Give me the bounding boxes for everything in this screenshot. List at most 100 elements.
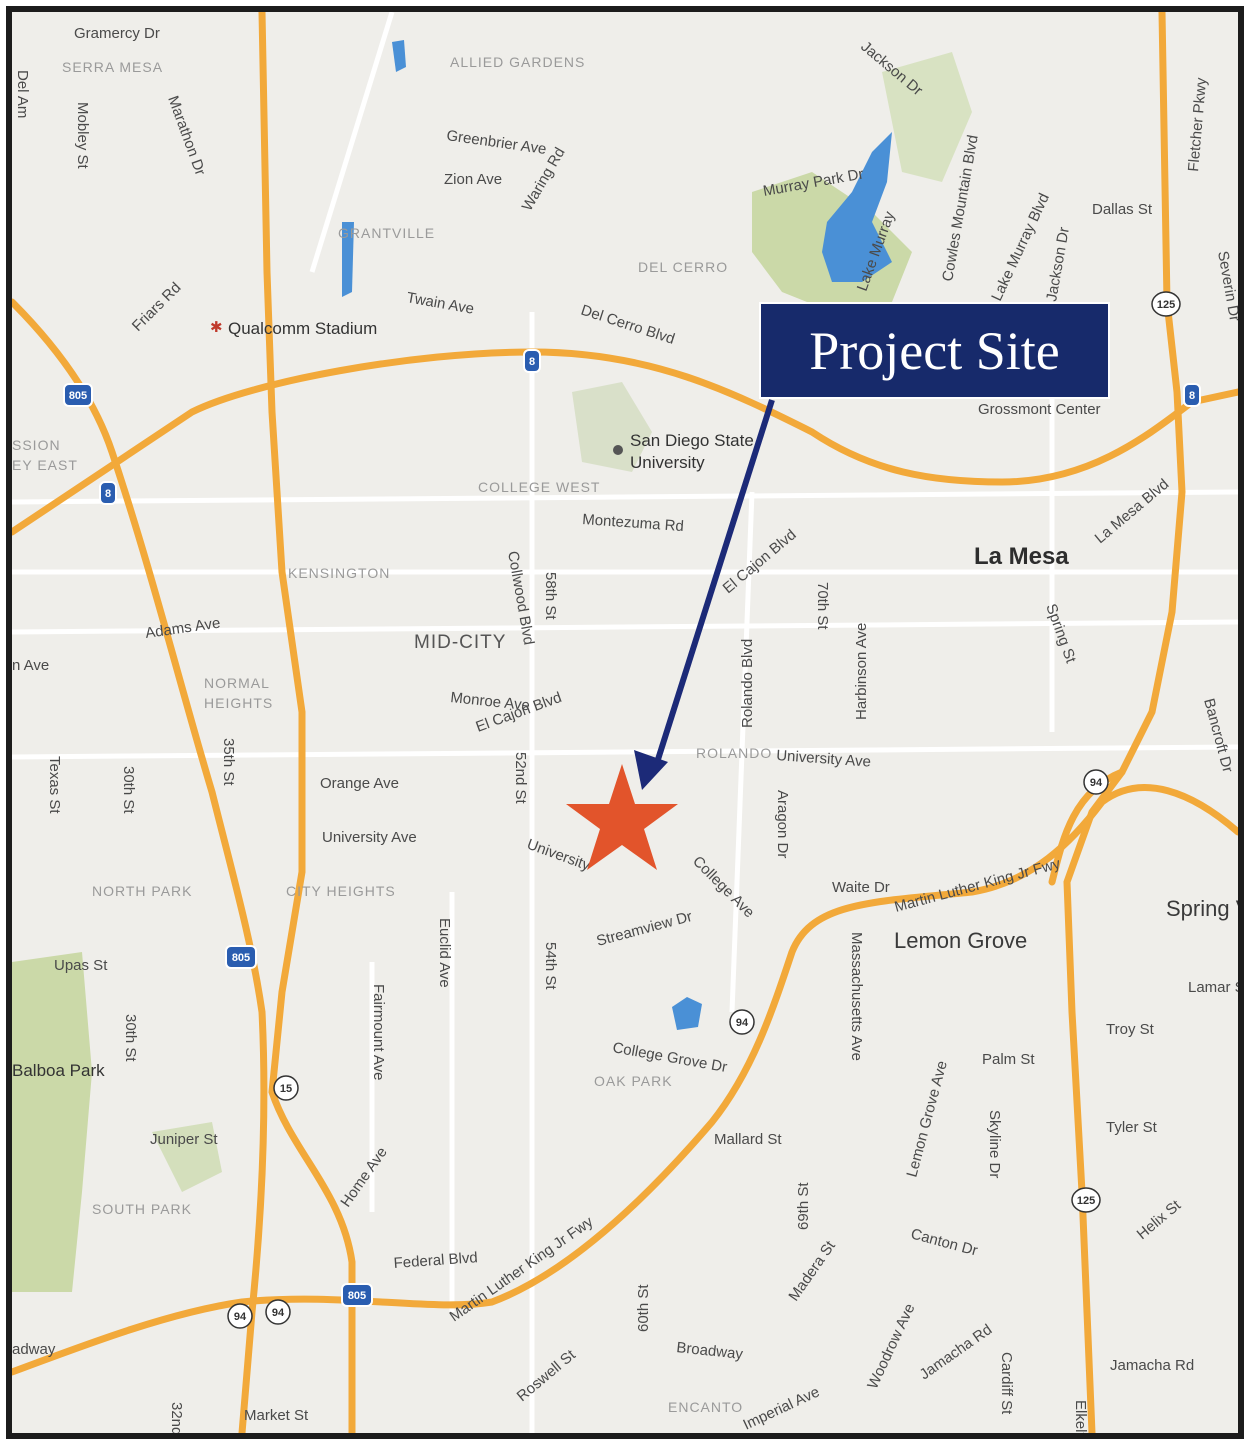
- svg-text:125: 125: [1157, 299, 1175, 311]
- project-site-label: Project Site: [809, 320, 1060, 381]
- svg-text:adway: adway: [12, 1341, 56, 1358]
- svg-text:Balboa Park: Balboa Park: [12, 1061, 105, 1080]
- svg-text:Upas St: Upas St: [54, 957, 108, 974]
- svg-text:Lamar St: Lamar St: [1188, 979, 1238, 996]
- project-site-callout: Project Site: [759, 302, 1110, 399]
- city-spring-valley: Spring Val: [1166, 896, 1238, 921]
- svg-text:Zion Ave: Zion Ave: [444, 171, 502, 188]
- callout-arrow: [634, 399, 775, 790]
- svg-text:94: 94: [272, 1307, 285, 1319]
- svg-text:94: 94: [1090, 777, 1103, 789]
- svg-text:ALLIED GARDENS: ALLIED GARDENS: [450, 54, 585, 70]
- svg-text:SERRA MESA: SERRA MESA: [62, 59, 163, 75]
- svg-text:805: 805: [348, 1290, 366, 1302]
- svg-text:35th St: 35th St: [220, 738, 237, 786]
- svg-text:Tyler St: Tyler St: [1106, 1119, 1158, 1136]
- svg-text:60th St: 60th St: [635, 1284, 652, 1332]
- svg-text:Broadway: Broadway: [676, 1339, 745, 1363]
- svg-text:Euclid Ave: Euclid Ave: [436, 918, 453, 988]
- svg-text:Market St: Market St: [244, 1407, 309, 1424]
- map-background: [12, 12, 1238, 1433]
- svg-text:58th St: 58th St: [542, 572, 559, 620]
- state-route-shields: 15 94 94 94 94 125 125: [227, 291, 1181, 1329]
- sr94-mlk-freeway: [12, 784, 1238, 1376]
- svg-text:HEIGHTS: HEIGHTS: [204, 695, 273, 711]
- svg-text:32nd: 32nd: [168, 1402, 185, 1433]
- district-mid-city: MID-CITY: [414, 632, 506, 653]
- svg-text:University Ave: University Ave: [322, 829, 417, 846]
- svg-text:Palm St: Palm St: [982, 1051, 1035, 1068]
- svg-text:Qualcomm Stadium: Qualcomm Stadium: [228, 319, 377, 338]
- svg-text:SSION: SSION: [12, 437, 61, 453]
- svg-text:805: 805: [232, 952, 250, 964]
- svg-text:University Ave: University Ave: [776, 747, 872, 771]
- minor-roads: [12, 12, 1238, 1433]
- svg-text:EY EAST: EY EAST: [12, 457, 78, 473]
- svg-text:Cardiff St: Cardiff St: [998, 1352, 1015, 1415]
- sr15-freeway: [258, 12, 356, 1433]
- svg-text:125: 125: [1077, 1195, 1095, 1207]
- svg-text:8: 8: [529, 356, 535, 368]
- svg-text:Mobley St: Mobley St: [74, 102, 91, 170]
- svg-text:30th St: 30th St: [122, 1014, 139, 1062]
- svg-text:DEL CERRO: DEL CERRO: [638, 259, 728, 275]
- i8-freeway: [12, 348, 1238, 536]
- svg-text:ENCANTO: ENCANTO: [668, 1399, 743, 1415]
- svg-text:Federal Blvd: Federal Blvd: [393, 1249, 478, 1272]
- svg-text:Dallas St: Dallas St: [1092, 201, 1153, 218]
- svg-text:Fairmount Ave: Fairmount Ave: [370, 984, 387, 1080]
- svg-text:70th St: 70th St: [814, 582, 831, 630]
- stadium-icon: ✱: [210, 319, 223, 336]
- svg-text:15: 15: [280, 1083, 292, 1095]
- svg-text:Grossmont Center: Grossmont Center: [978, 401, 1101, 418]
- university-icon: [613, 445, 623, 455]
- svg-text:Rolando Blvd: Rolando Blvd: [739, 639, 756, 728]
- map-canvas[interactable]: 805 8 8 8 805 805 15 94 94 94 94 125 125…: [12, 12, 1238, 1433]
- svg-text:94: 94: [234, 1311, 247, 1323]
- svg-text:Aragon Dr: Aragon Dr: [774, 790, 791, 858]
- svg-text:Del Am: Del Am: [14, 70, 31, 118]
- svg-text:Mallard St: Mallard St: [714, 1131, 782, 1148]
- svg-text:Elkelton: Elkelton: [1072, 1400, 1089, 1433]
- svg-text:Troy St: Troy St: [1106, 1021, 1155, 1038]
- svg-text:805: 805: [69, 390, 87, 402]
- svg-text:Juniper St: Juniper St: [150, 1131, 218, 1148]
- city-lemon-grove: Lemon Grove: [894, 928, 1027, 953]
- svg-text:Texas St: Texas St: [46, 756, 63, 814]
- svg-text:OAK PARK: OAK PARK: [594, 1073, 673, 1089]
- svg-text:Waite Dr: Waite Dr: [832, 879, 890, 896]
- svg-text:54th St: 54th St: [542, 942, 559, 990]
- i805-freeway: [12, 298, 268, 1433]
- svg-text:San Diego State: San Diego State: [630, 431, 754, 450]
- svg-text:Gramercy Dr: Gramercy Dr: [74, 25, 160, 42]
- svg-text:COLLEGE WEST: COLLEGE WEST: [478, 479, 600, 495]
- svg-text:94: 94: [736, 1017, 749, 1029]
- svg-text:NORTH PARK: NORTH PARK: [92, 883, 193, 899]
- svg-text:30th St: 30th St: [120, 766, 137, 814]
- svg-text:8: 8: [105, 488, 111, 500]
- interstate-shields: 805 8 8 8 805 805: [63, 349, 1201, 1307]
- svg-text:GRANTVILLE: GRANTVILLE: [338, 225, 435, 241]
- svg-text:Harbinson Ave: Harbinson Ave: [853, 623, 870, 720]
- svg-text:KENSINGTON: KENSINGTON: [288, 565, 390, 581]
- city-la-mesa: La Mesa: [974, 543, 1069, 570]
- svg-text:n Ave: n Ave: [12, 657, 49, 674]
- water-bodies: [342, 40, 892, 1030]
- map-frame: 805 8 8 8 805 805 15 94 94 94 94 125 125…: [6, 6, 1244, 1439]
- project-site-star-icon[interactable]: [566, 764, 678, 870]
- svg-text:52nd St: 52nd St: [512, 752, 529, 805]
- svg-text:University: University: [630, 453, 705, 472]
- svg-text:69th St: 69th St: [795, 1182, 812, 1230]
- svg-text:Jamacha Rd: Jamacha Rd: [1110, 1357, 1194, 1374]
- svg-text:ROLANDO: ROLANDO: [696, 745, 772, 761]
- city-labels: La Mesa Lemon Grove Spring Val MID-CITY: [414, 543, 1238, 953]
- svg-text:NORMAL: NORMAL: [204, 675, 270, 691]
- area-labels: SERRA MESA ALLIED GARDENS GRANTVILLE DEL…: [12, 54, 772, 1415]
- poi-labels: ✱ Qualcomm Stadium San Diego State Unive…: [12, 319, 1101, 1080]
- svg-text:8: 8: [1189, 390, 1195, 402]
- svg-text:Orange Ave: Orange Ave: [320, 775, 399, 792]
- highways: [12, 12, 1238, 1433]
- svg-text:CITY HEIGHTS: CITY HEIGHTS: [286, 883, 396, 899]
- svg-text:SOUTH PARK: SOUTH PARK: [92, 1201, 192, 1217]
- svg-text:Massachusetts Ave: Massachusetts Ave: [848, 932, 865, 1061]
